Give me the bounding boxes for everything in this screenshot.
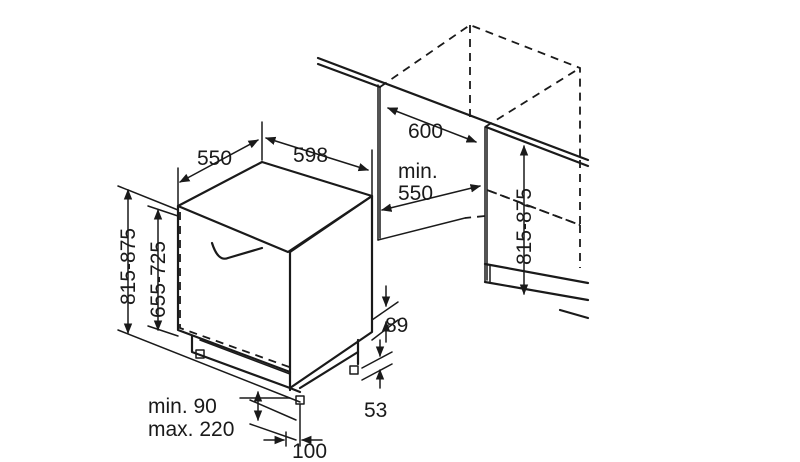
dim-815-875-right: 815-875 (513, 144, 536, 296)
label-815-875-right: 815-875 (513, 188, 536, 265)
dim-min-550: min. 550 (380, 160, 482, 212)
dim-53: 53 (364, 339, 387, 422)
label-550-top: 550 (197, 147, 232, 170)
label-min: min. (398, 160, 438, 183)
dim-550-top: 550 (179, 139, 259, 183)
label-100: 100 (292, 440, 327, 462)
label-655-725: 655-725 (147, 241, 170, 318)
label-min90: min. 90 (148, 395, 217, 418)
dim-89: 89 (381, 285, 408, 343)
dim-min90-max220: min. 90 max. 220 (148, 390, 297, 441)
label-815-875-left: 815-875 (117, 228, 140, 305)
label-598: 598 (293, 144, 328, 167)
label-min-550: 550 (398, 182, 433, 205)
label-600: 600 (408, 120, 443, 143)
dim-815-875-left: 815-875 (117, 188, 140, 335)
extension-lines (117, 121, 399, 447)
label-max220: max. 220 (148, 418, 234, 441)
dim-598: 598 (264, 136, 370, 172)
dim-100: 100 (263, 435, 327, 462)
cabinet-niche (316, 23, 590, 320)
dishwasher (176, 160, 374, 405)
dim-655-725: 655-725 (147, 208, 170, 332)
label-89: 89 (385, 314, 408, 337)
label-53: 53 (364, 399, 387, 422)
dim-600: 600 (387, 107, 477, 143)
